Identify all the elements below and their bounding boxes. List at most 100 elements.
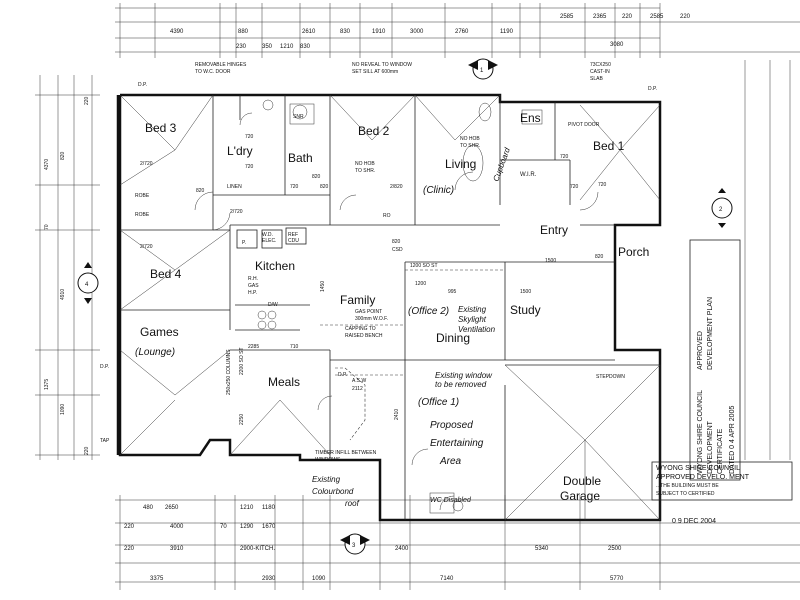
dim-bot1-1: 480 — [143, 505, 154, 511]
dim-top-2: 880 — [238, 29, 249, 35]
dim-entry-csd: CSD — [392, 247, 403, 253]
stamp-bottom-4: SUBJECT TO CERTIFIED — [656, 491, 715, 497]
section-marker-3: 3 — [340, 533, 370, 555]
room-meals: Meals — [268, 375, 300, 389]
dim-top-3: 2610 — [302, 29, 316, 35]
note-wd: W.D. — [262, 232, 273, 238]
room-dimension-labels: 2/720 720 720 720 820 820 2/820 2/720 2/… — [140, 134, 607, 425]
dim-linen: 820 — [196, 188, 205, 194]
marker-4-label: 4 — [85, 282, 89, 288]
dim-top-1: 4390 — [170, 29, 184, 35]
note-no-hob-1: NO HOB — [355, 161, 375, 167]
room-robe2: ROBE — [135, 212, 150, 218]
room-labels: Bed 3 L'dry Bath Bed 2 Living Ens Bed 1 … — [135, 111, 649, 503]
hand-existing-removed-1: Existing window — [435, 371, 493, 380]
bottom-dimension-lines: 480 2650 1210 1180 220 4000 70 1290 1670… — [115, 495, 800, 590]
fixtures — [257, 99, 543, 514]
room-laundry: L'dry — [227, 144, 253, 158]
dim-bot3-3: 2900-KITCH. — [240, 546, 275, 552]
dim-bot2-5: 1670 — [262, 524, 276, 530]
dim-family-1200: 1200 — [415, 281, 426, 287]
room-porch: Porch — [618, 245, 649, 259]
dashed-lines — [320, 269, 505, 441]
hand-cupboard: Cupboard — [491, 146, 512, 183]
top-dimension-labels: 4390 880 2610 830 1910 3000 2760 1190 25… — [170, 14, 691, 50]
dim-top-7: 2760 — [455, 29, 469, 35]
interior-walls — [120, 95, 615, 520]
dim-meals-2285: 2285 — [248, 344, 259, 350]
dim-top-11: 220 — [622, 14, 633, 20]
dim-bot4-5: 5770 — [610, 576, 624, 582]
room-living: Living — [445, 157, 476, 171]
outer-walls — [116, 93, 662, 522]
dim-bed2-shr: 820 — [312, 174, 321, 180]
top-dimension-lines — [115, 3, 800, 58]
note-timber-infill-2: WINDOWS — [315, 457, 341, 463]
dim-left-3: 70 — [44, 224, 50, 230]
stamp-council-3: CERTIFICATE — [717, 428, 724, 474]
dim-porch-820: 820 — [595, 254, 604, 260]
handwritten-notes: (Clinic) Cupboard (Office 2) Existing Sk… — [135, 144, 512, 508]
dim-bot2-2: 4000 — [170, 524, 184, 530]
dim-top2-4: 830 — [300, 44, 311, 50]
dim-top2-2: 350 — [262, 44, 273, 50]
dim-top-6: 3000 — [410, 29, 424, 35]
hand-proposed-2: Entertaining — [430, 438, 484, 449]
note-dp-1: D.P. — [138, 82, 147, 88]
note-ro: RO — [383, 213, 391, 219]
dim-bot1-2: 2650 — [165, 505, 179, 511]
hand-colourbond-2: Colourbond — [312, 487, 354, 496]
dim-wir: 720 — [570, 184, 579, 190]
room-bed1: Bed 1 — [593, 139, 625, 153]
hand-colourbond-3: roof — [345, 499, 360, 508]
hand-wc-disabled: WC Disabled — [430, 497, 472, 504]
dim-top-4: 830 — [340, 29, 351, 35]
note-tap: TAP — [100, 438, 110, 444]
room-garage-line1: Double — [563, 474, 601, 488]
stamp-approved-1: APPROVED — [697, 331, 704, 370]
section-marker-1: 1 — [468, 58, 498, 80]
dim-asw-2112: 2112 — [352, 386, 363, 392]
room-garage-line2: Garage — [560, 489, 600, 503]
dim-bot1-4: 1180 — [262, 505, 276, 511]
dim-top-10: 2365 — [593, 14, 607, 20]
room-bath: Bath — [288, 151, 313, 165]
dim-bot1-3: 1210 — [240, 505, 254, 511]
dim-bot4-1: 3375 — [150, 576, 164, 582]
dim-ens: 720 — [560, 154, 569, 160]
dim-left-6: 1090 — [60, 404, 66, 415]
note-cast-in-3: SLAB — [590, 76, 603, 82]
dim-study-1500: 1500 — [545, 258, 556, 264]
dim-bot3-4: 2400 — [395, 546, 409, 552]
room-bed4: Bed 4 — [150, 267, 182, 281]
dim-bath: 720 — [290, 184, 299, 190]
dim-top-12: 2585 — [650, 14, 664, 20]
note-removable-hinges-1: REMOVABLE HINGES — [195, 62, 247, 68]
dim-bath-top: 720 — [245, 134, 254, 140]
dim-columns: 250x250 COLUMNS — [226, 349, 232, 395]
note-gas: GAS — [248, 283, 259, 289]
room-dining: Dining — [436, 331, 470, 345]
council-approval-stamp: WYONG SHIRE COUNCIL DEVELOPMENT CERTIFIC… — [689, 239, 741, 481]
dim-bot4-2: 2930 — [262, 576, 276, 582]
note-removable-hinges-2: TO W.C. DOOR — [195, 69, 231, 75]
note-snr: SNR — [293, 114, 304, 120]
dim-bot3-6: 2500 — [608, 546, 622, 552]
note-cdu: CDU — [288, 238, 299, 244]
stamp-approved-2: DEVELOPMENT PLAN — [707, 297, 714, 370]
dim-top-5: 1910 — [372, 29, 386, 35]
note-dp-2: D.P. — [648, 86, 657, 92]
stamp-council-1: WYONG SHIRE COUNCIL — [697, 390, 704, 474]
hand-colourbond-1: Existing — [312, 475, 341, 484]
dim-top-8: 1190 — [500, 29, 514, 35]
dim-family-so: 1200 SO ST — [410, 263, 438, 269]
note-pantry: P. — [242, 240, 246, 246]
hand-office2: (Office 2) — [408, 306, 449, 317]
marker-1-label: 1 — [480, 68, 484, 74]
dim-bot4-3: 1090 — [312, 576, 326, 582]
dim-top-14: 3080 — [610, 42, 624, 48]
roof-hip-lines — [119, 94, 661, 456]
room-games: Games — [140, 325, 179, 339]
note-gas-point-1: GAS POINT — [355, 309, 382, 315]
